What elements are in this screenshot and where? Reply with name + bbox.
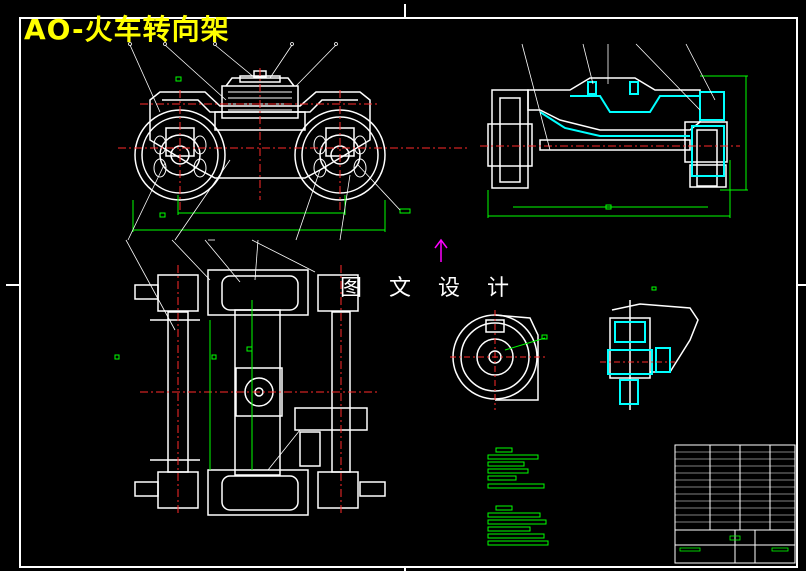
wheel-section-centerlines [450, 310, 545, 410]
title-block-entries [679, 535, 789, 552]
plan-view-leaders [125, 239, 316, 471]
axle-box-dimension [651, 286, 657, 291]
side-view-section [539, 81, 725, 177]
side-view-dimensions [487, 75, 748, 218]
side-view-leaders [521, 43, 716, 151]
side-view [487, 77, 728, 189]
title-block [674, 444, 796, 564]
watermark-text: 图 文 设 计 [340, 276, 519, 301]
axle-box-section-view [609, 300, 699, 410]
plan-view-centerlines [140, 265, 380, 515]
axle-box-section [607, 321, 671, 405]
plan-view-dimensions [114, 300, 253, 470]
front-view-centerlines [118, 68, 470, 212]
front-view-dimensions [132, 76, 411, 232]
view-direction-arrow [434, 238, 448, 262]
drawing-title: AO-火车转向架 [24, 13, 230, 46]
technical-requirements-notes [487, 447, 549, 546]
sheet-frame [6, 4, 806, 571]
front-view-leaders [127, 42, 401, 241]
front-view [134, 70, 386, 201]
wheel-section-dimension [504, 334, 548, 351]
parts-list-rows [675, 451, 795, 523]
